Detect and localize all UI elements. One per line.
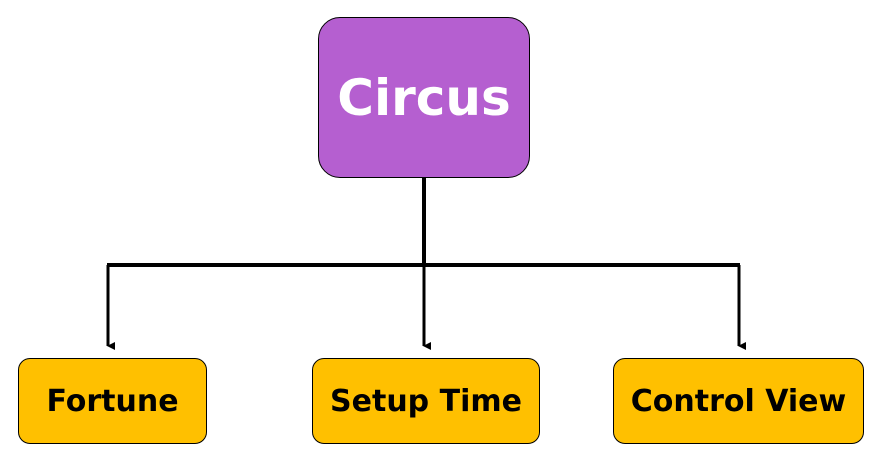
child-node-label: Control View [630, 383, 847, 419]
child-node-setup-time: Setup Time [312, 358, 540, 444]
root-node-label: Circus [337, 68, 511, 127]
root-node-circus: Circus [318, 17, 530, 178]
child-node-fortune: Fortune [18, 358, 207, 444]
child-node-label: Setup Time [330, 383, 522, 419]
child-node-control-view: Control View [613, 358, 864, 444]
child-node-label: Fortune [46, 383, 179, 419]
